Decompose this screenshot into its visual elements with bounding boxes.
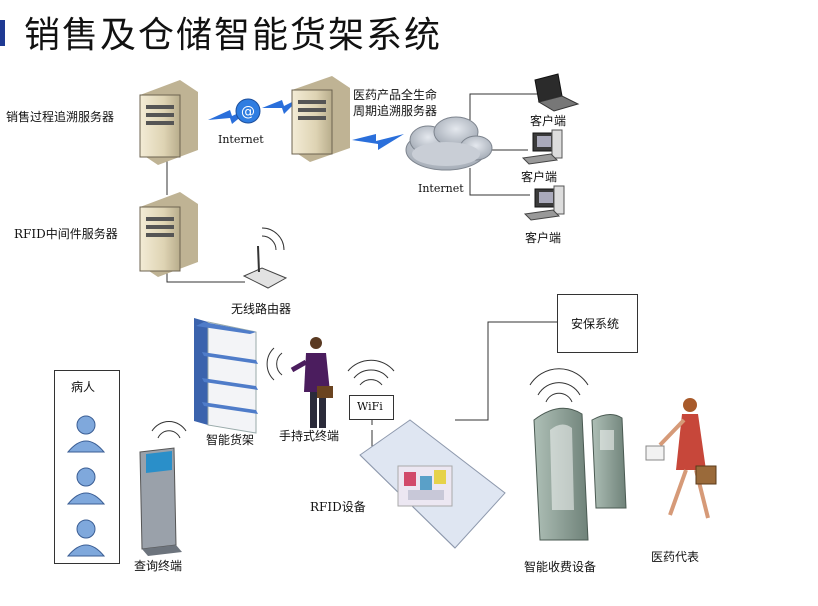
med-rep-label: 医药代表 (651, 550, 700, 564)
wifi-label: WiFi (357, 400, 383, 413)
client-label-2: 客户端 (521, 170, 558, 184)
lightning-link-icon-2 (352, 134, 404, 150)
security-system-box (557, 294, 638, 353)
query-terminal-label: 查询终端 (134, 559, 183, 573)
rfid-device-label: RFID设备 (310, 500, 366, 514)
desktop-computer-icon-2 (523, 185, 565, 221)
patient-label: 病人 (71, 380, 96, 394)
rfid-middleware-label: RFID中间件服务器 (14, 227, 118, 241)
title-bullet (0, 20, 5, 46)
med-server-label-line1: 医药产品全生命 (353, 88, 438, 102)
sales-server-icon (139, 80, 198, 165)
page-title: 销售及仓储智能货架系统 (24, 15, 443, 56)
internet-label-1: Internet (218, 133, 264, 146)
handheld-operator-icon (266, 337, 333, 428)
security-system-label: 安保系统 (571, 317, 620, 331)
lightning-link-icon (208, 98, 300, 124)
internet-label-2: Internet (418, 182, 464, 195)
svg-text:@: @ (241, 104, 255, 120)
rfid-reader-pad-icon (359, 419, 506, 549)
client-label-3: 客户端 (525, 231, 562, 245)
smart-cashier-gate-icon (529, 368, 627, 541)
medical-representative-icon (645, 398, 717, 519)
wireless-router-icon (242, 227, 288, 289)
sales-server-label: 销售过程追溯服务器 (6, 110, 115, 124)
wifi-box (349, 395, 394, 420)
wireless-router-label: 无线路由器 (231, 302, 292, 316)
at-internet-icon: @ (235, 98, 261, 124)
med-server-label-line2: 周期追溯服务器 (353, 104, 438, 118)
laptop-icon (534, 73, 580, 112)
connector-lines (166, 93, 558, 449)
smart-cashier-label: 智能收费设备 (524, 560, 597, 574)
patient-box (54, 370, 120, 564)
wifi-signal-icon (347, 359, 395, 386)
smart-shelf-label: 智能货架 (206, 433, 255, 447)
rfid-middleware-server-icon (139, 192, 198, 277)
handheld-terminal-label: 手持式终端 (279, 429, 340, 443)
med-server-icon (291, 76, 350, 162)
desktop-computer-icon (521, 129, 563, 165)
smart-shelf-icon (194, 318, 258, 434)
internet-cloud-icon (405, 116, 493, 171)
client-label-1: 客户端 (530, 114, 567, 128)
query-kiosk-icon (139, 421, 187, 556)
